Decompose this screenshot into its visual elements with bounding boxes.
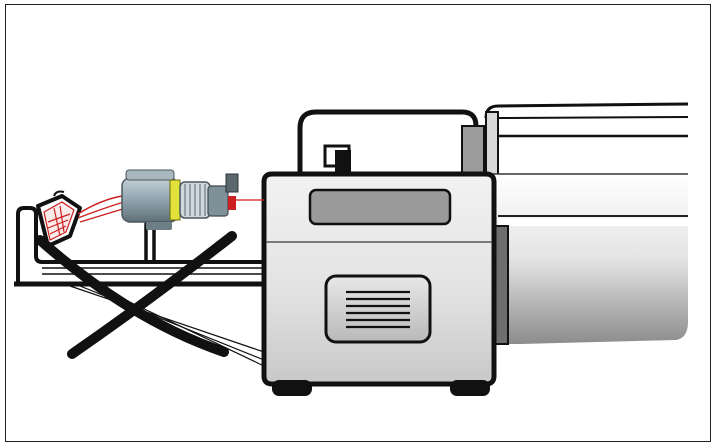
vacuum-pump — [264, 112, 494, 396]
signal-wire — [78, 196, 126, 222]
electric-motor — [122, 170, 238, 230]
pipe-run — [486, 104, 688, 344]
prohibition-cross — [40, 236, 232, 354]
